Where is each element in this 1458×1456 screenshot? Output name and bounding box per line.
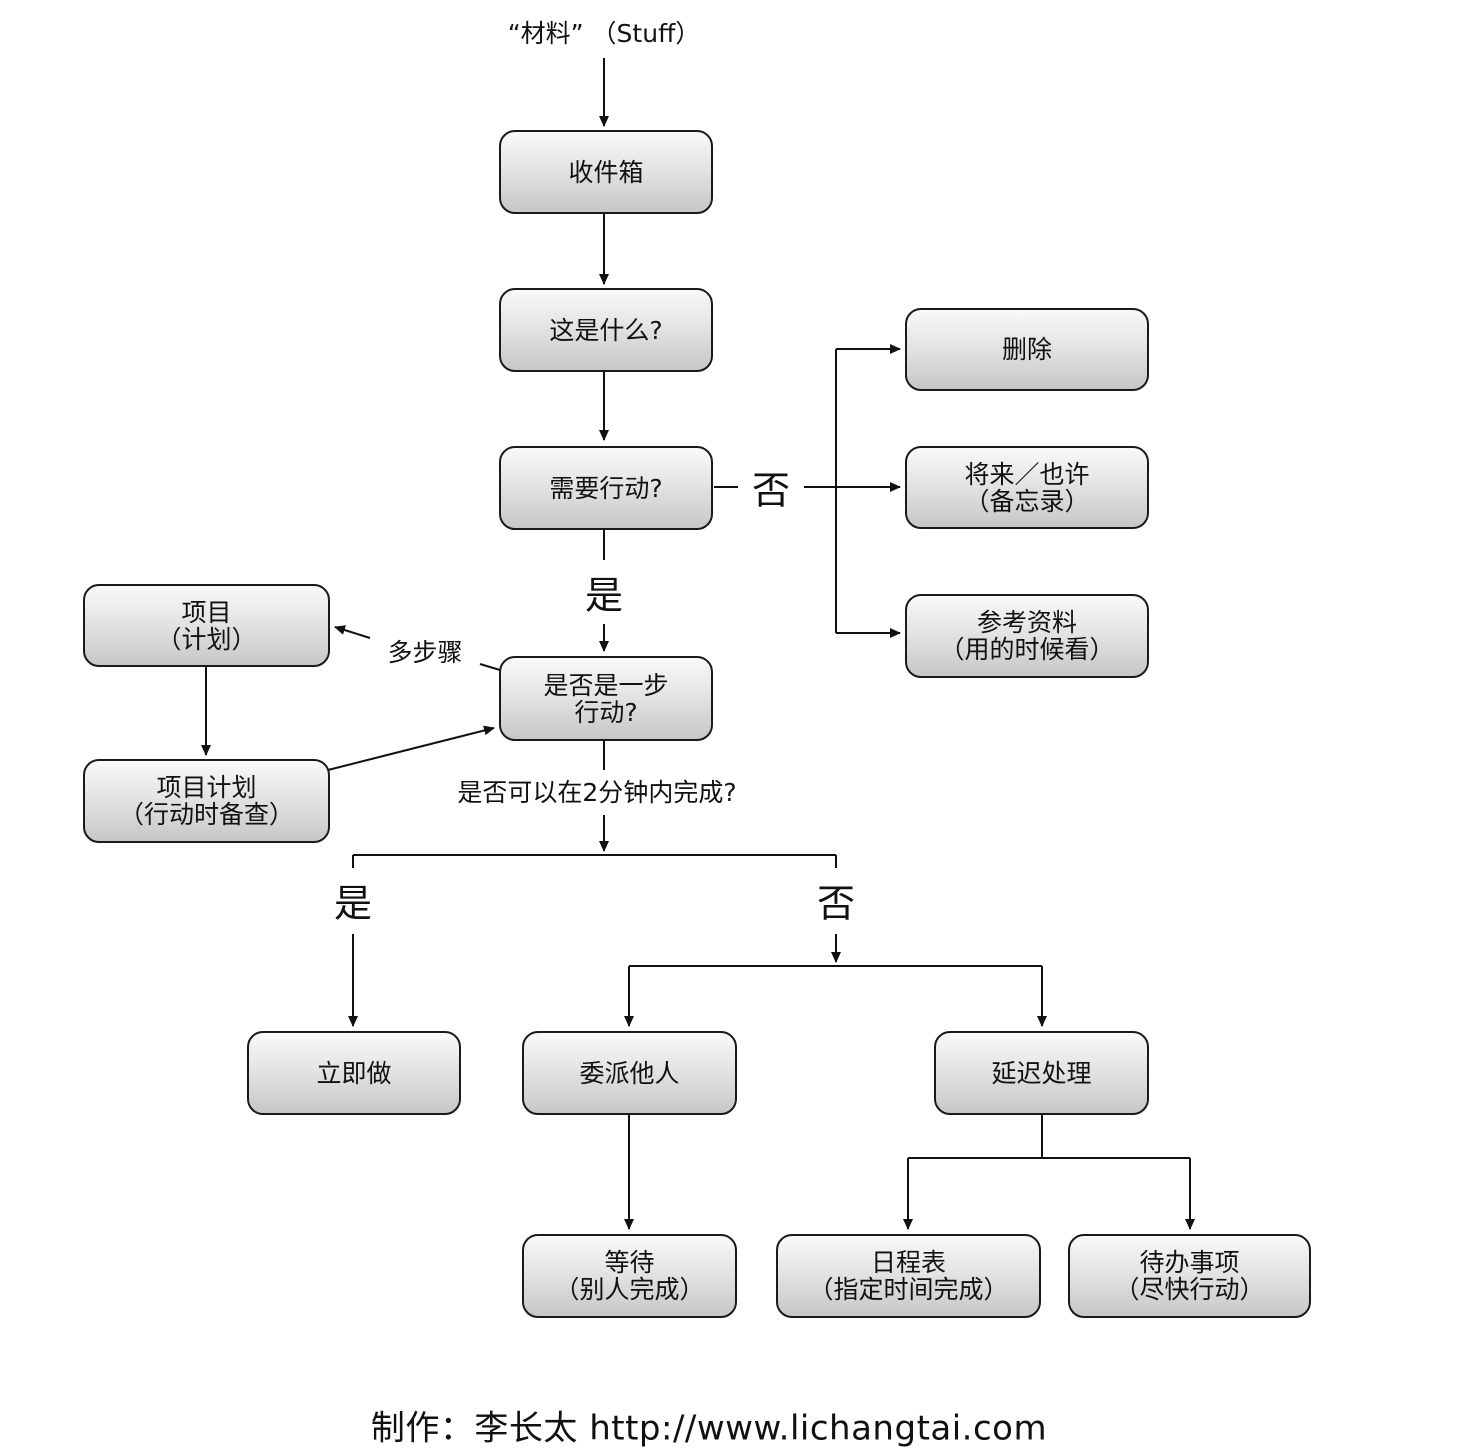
defer-node: 延迟处理 xyxy=(934,1031,1149,1115)
single-step-title: 是否是一步 xyxy=(543,670,669,700)
calendar-subtitle: （指定时间完成） xyxy=(808,1275,1009,1304)
waiting-subtitle: （别人完成） xyxy=(554,1275,705,1304)
trash-node: 删除 xyxy=(905,308,1149,391)
someday-subtitle: （备忘录） xyxy=(964,486,1090,516)
no-actionable-label: 否 xyxy=(751,468,791,513)
do-it-text: 立即做 xyxy=(316,1058,392,1088)
yes-actionable-label: 是 xyxy=(584,573,624,618)
calendar-node: 日程表 （指定时间完成） xyxy=(776,1234,1041,1318)
multi-step-label: 多步骤 xyxy=(387,638,463,667)
line-single-step-to-multistep xyxy=(479,663,501,671)
what-is-it-text: 这是什么? xyxy=(549,315,663,345)
do-it-node: 立即做 xyxy=(247,1031,461,1115)
waiting-node: 等待 （别人完成） xyxy=(522,1234,737,1318)
next-actions-subtitle: （尽快行动） xyxy=(1114,1275,1265,1304)
projects-title: 项目 xyxy=(181,597,232,627)
someday-title: 将来／也许 xyxy=(964,459,1090,489)
projects-subtitle: （计划） xyxy=(156,624,257,654)
project-plans-node: 项目计划 （行动时备查） xyxy=(83,759,330,843)
actionable-node: 需要行动? xyxy=(499,446,713,530)
arrow-plans-to-single-step xyxy=(327,725,495,771)
delegate-node: 委派他人 xyxy=(522,1031,737,1115)
single-step-subtitle: 行动? xyxy=(574,697,638,727)
delegate-text: 委派他人 xyxy=(579,1058,680,1088)
inbox-node: 收件箱 xyxy=(499,130,713,214)
projects-node: 项目 （计划） xyxy=(83,584,330,667)
defer-text: 延迟处理 xyxy=(991,1058,1092,1088)
reference-subtitle: （用的时候看） xyxy=(939,635,1115,664)
trash-text: 删除 xyxy=(1001,335,1052,364)
single-step-node: 是否是一步 行动? xyxy=(499,656,713,741)
project-plans-subtitle: （行动时备查） xyxy=(118,800,294,829)
someday-node: 将来／也许 （备忘录） xyxy=(905,446,1149,529)
yes-two-minute-label: 是 xyxy=(333,881,373,926)
author-credit: 制作：李长太 http://www.lichangtai.com xyxy=(370,1408,1048,1449)
reference-node: 参考资料 （用的时候看） xyxy=(905,594,1149,678)
next-actions-title: 待办事项 xyxy=(1139,1248,1240,1277)
reference-title: 参考资料 xyxy=(976,608,1077,637)
calendar-title: 日程表 xyxy=(870,1248,946,1277)
waiting-title: 等待 xyxy=(604,1248,655,1277)
project-plans-title: 项目计划 xyxy=(156,773,257,802)
what-is-it-node: 这是什么? xyxy=(499,288,713,372)
stuff-label: “材料” （Stuff） xyxy=(507,19,701,48)
arrow-multistep-to-projects xyxy=(334,625,371,639)
no-two-minute-label: 否 xyxy=(816,881,856,926)
two-minute-question: 是否可以在2分钟内完成? xyxy=(457,778,737,807)
actionable-text: 需要行动? xyxy=(549,473,663,503)
next-actions-node: 待办事项 （尽快行动） xyxy=(1068,1234,1311,1318)
inbox-text: 收件箱 xyxy=(568,157,644,187)
